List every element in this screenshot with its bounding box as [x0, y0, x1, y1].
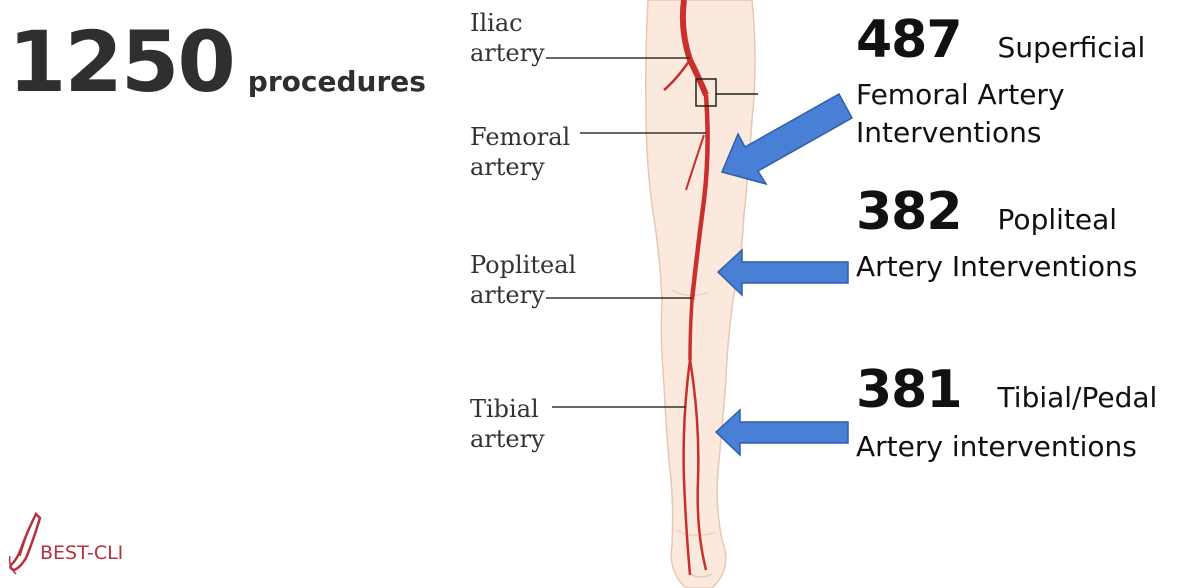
tibial-artery-label-line1: Tibial — [470, 394, 545, 424]
stat-superficial-femoral-number: 487 — [856, 14, 962, 66]
popliteal-artery-label: Popliteal artery — [470, 250, 576, 310]
stat-popliteal-word: Popliteal — [998, 203, 1118, 236]
stat-popliteal-number: 382 — [856, 186, 962, 238]
femoral-artery-label-line2: artery — [470, 152, 570, 182]
tibial-arrow — [716, 410, 848, 455]
stat-tibial-pedal: 381 Tibial/Pedal Artery interventions — [856, 364, 1157, 466]
iliac-artery-label-line2: artery — [470, 38, 545, 68]
stat-superficial-femoral-line3: Interventions — [856, 114, 1145, 152]
popliteal-arrow — [718, 250, 848, 295]
popliteal-artery-label-line2: artery — [470, 280, 576, 310]
iliac-artery-label: Iliac artery — [470, 8, 545, 68]
stat-tibial-pedal-line2: Artery interventions — [856, 428, 1157, 466]
best-cli-logo-text: BEST-CLI — [40, 542, 123, 564]
stat-tibial-pedal-word: Tibial/Pedal — [998, 381, 1158, 414]
stat-popliteal: 382 Popliteal Artery Interventions — [856, 186, 1137, 286]
stat-tibial-pedal-number: 381 — [856, 364, 962, 416]
tibial-artery-label: Tibial artery — [470, 394, 545, 454]
best-cli-logo: BEST-CLI — [6, 512, 156, 582]
femoral-artery-label: Femoral artery — [470, 122, 570, 182]
popliteal-artery-label-line1: Popliteal — [470, 250, 576, 280]
iliac-artery-label-line1: Iliac — [470, 8, 545, 38]
popliteal-artery-vessel — [690, 300, 692, 360]
stat-superficial-femoral-line2: Femoral Artery — [856, 76, 1145, 114]
tibial-artery-label-line2: artery — [470, 424, 545, 454]
femoral-artery-label-line1: Femoral — [470, 122, 570, 152]
stat-popliteal-line2: Artery Interventions — [856, 248, 1137, 286]
stat-superficial-femoral-word: Superficial — [998, 31, 1146, 64]
stat-superficial-femoral: 487 Superficial Femoral Artery Intervent… — [856, 14, 1145, 152]
